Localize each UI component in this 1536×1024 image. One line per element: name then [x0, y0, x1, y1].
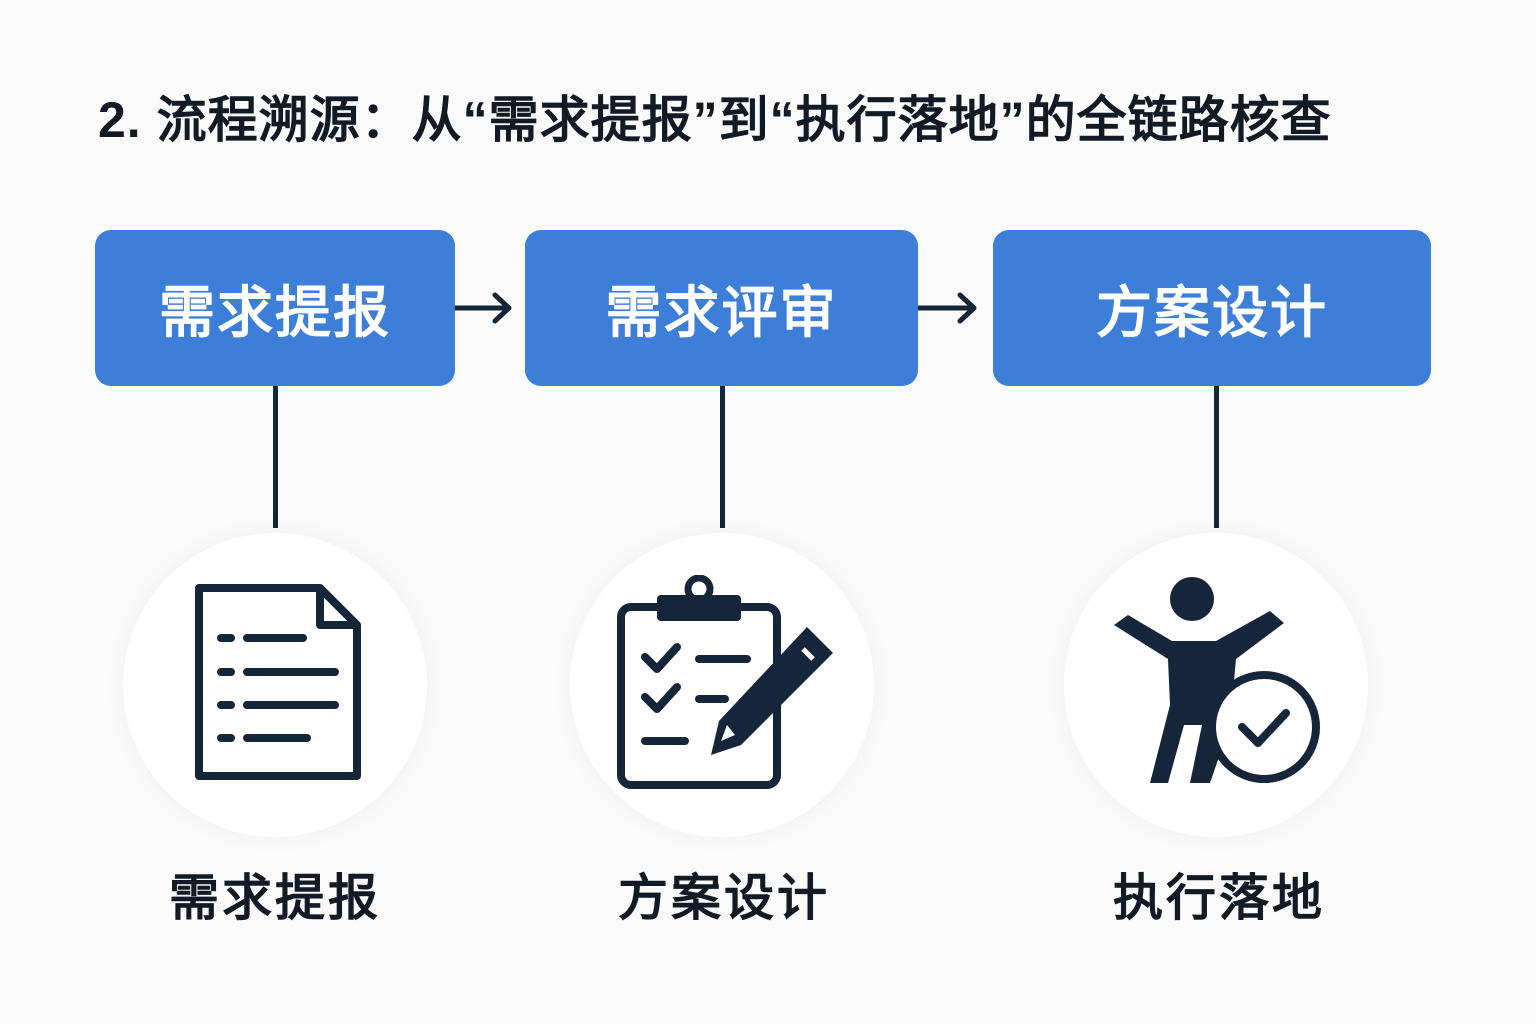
connector-line [720, 386, 725, 528]
stage-label-design: 方案设计 [618, 870, 830, 926]
page-title: 2. 流程溯源：从“需求提报”到“执行落地”的全链路核查 [98, 92, 1332, 148]
stage-icon-circle [1064, 533, 1368, 837]
person-check-icon [1114, 577, 1320, 783]
stage-label-execution: 执行落地 [1113, 870, 1325, 926]
stage-icon-circle [570, 533, 874, 837]
connector-line [273, 386, 278, 528]
stage-label-submission: 需求提报 [169, 870, 381, 926]
document-icon [195, 584, 361, 780]
clipboard-pencil-icon [617, 575, 833, 789]
arrow-right-icon [455, 292, 512, 324]
connector-line [1214, 386, 1219, 528]
flow-step-requirement-review: 需求评审 [525, 230, 918, 386]
arrow-right-icon [918, 292, 977, 324]
stage-icon-circle [123, 533, 427, 837]
flow-step-requirement-submission: 需求提报 [95, 230, 455, 386]
flow-step-solution-design: 方案设计 [993, 230, 1431, 386]
